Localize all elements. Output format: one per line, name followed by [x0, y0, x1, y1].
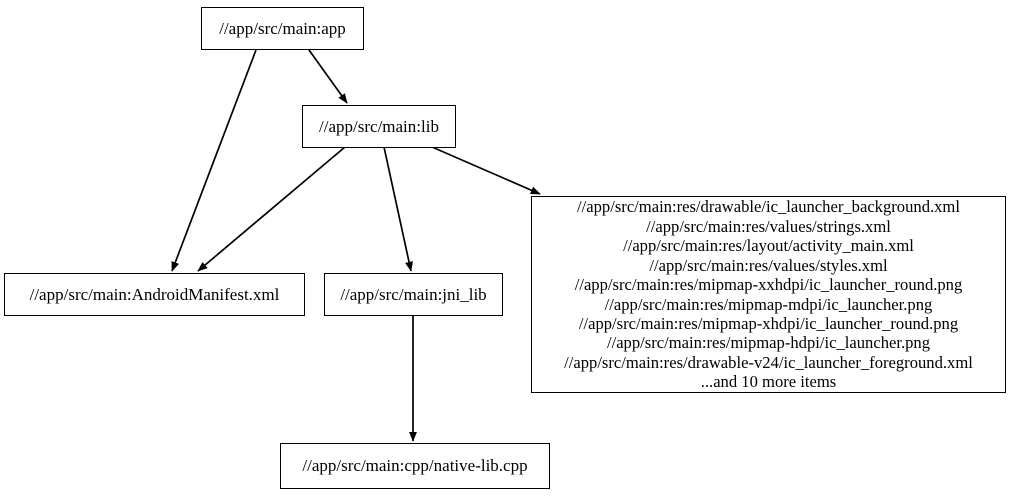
- edge-app-to-lib: [308, 49, 348, 104]
- node-jni-lib-label: //app/src/main:jni_lib: [340, 284, 487, 304]
- node-lib-label: //app/src/main:lib: [319, 116, 439, 136]
- node-android-manifest[interactable]: //app/src/main:AndroidManifest.xml: [4, 273, 305, 316]
- node-jni-lib[interactable]: //app/src/main:jni_lib: [324, 273, 503, 316]
- node-res-bundle-label: //app/src/main:res/drawable/ic_launcher_…: [564, 197, 973, 392]
- edge-lib-to-jni-lib: [383, 146, 413, 272]
- edge-app-to-manifest: [171, 49, 257, 272]
- node-lib[interactable]: //app/src/main:lib: [302, 105, 456, 148]
- edge-lib-to-res: [431, 146, 541, 195]
- node-app-label: //app/src/main:app: [219, 18, 346, 38]
- edge-lib-to-manifest: [197, 146, 346, 272]
- node-native-lib-cpp-label: //app/src/main:cpp/native-lib.cpp: [302, 456, 528, 476]
- node-android-manifest-label: //app/src/main:AndroidManifest.xml: [29, 284, 280, 304]
- node-res-bundle[interactable]: //app/src/main:res/drawable/ic_launcher_…: [531, 196, 1006, 393]
- node-app[interactable]: //app/src/main:app: [201, 7, 364, 50]
- node-native-lib-cpp[interactable]: //app/src/main:cpp/native-lib.cpp: [280, 443, 550, 489]
